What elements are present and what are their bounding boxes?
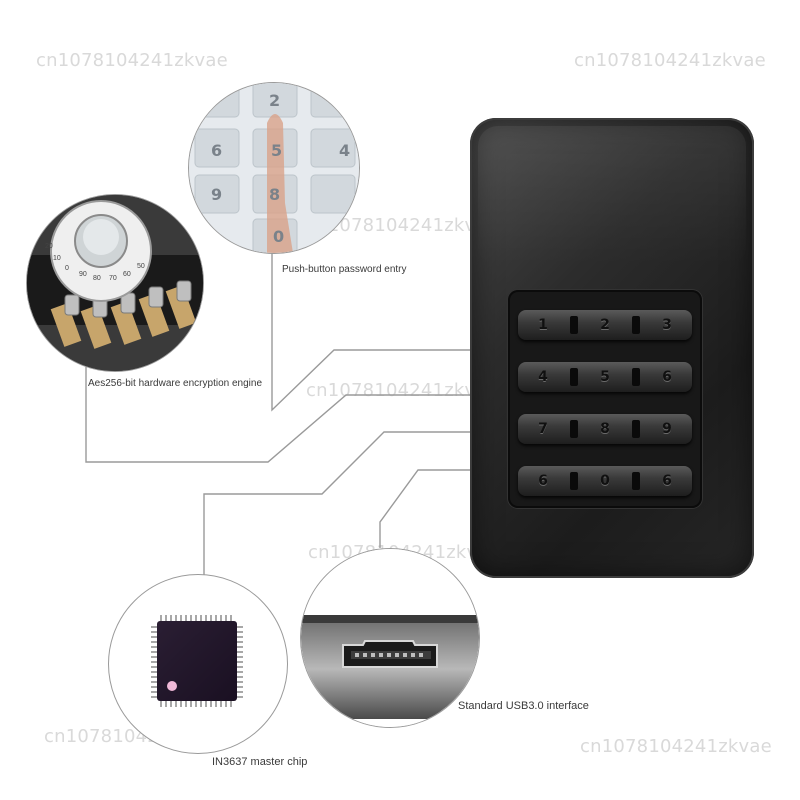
keypad-closeup-key: 6	[211, 141, 223, 160]
dial-mark: 90	[79, 271, 87, 278]
keypad-closeup-key: 4	[339, 141, 351, 160]
encryption-closeup-circle: 20 10 0 90 80 70 60 50	[26, 194, 204, 372]
keypad-row: 6 0 6	[518, 466, 692, 496]
encryption-closeup-image	[27, 195, 203, 371]
chip-pin1-dot	[167, 681, 177, 691]
keypad-callout-line	[271, 252, 470, 412]
watermark-text: cn1078104241zkvae	[580, 736, 772, 757]
chip-callout-line	[203, 431, 470, 618]
keypad-key[interactable]: 7	[538, 421, 548, 437]
key-divider	[632, 420, 640, 438]
keypad-key[interactable]: 6	[538, 473, 548, 489]
key-divider	[570, 368, 578, 386]
chip-callout-label: IN3637 master chip	[212, 756, 308, 768]
master-chip	[157, 621, 237, 701]
keypad-row: 4 5 6	[518, 362, 692, 392]
keypad-closeup-key: 5	[271, 141, 283, 160]
usb-callout-line	[379, 469, 470, 548]
watermark-text: cn1078104241zkvae	[306, 215, 498, 236]
encryption-callout-line	[85, 352, 470, 463]
keypad-key[interactable]: 8	[600, 421, 610, 437]
watermark-text: cn1078104241zkvae	[574, 50, 766, 71]
device-highlight	[478, 126, 746, 266]
key-divider	[570, 316, 578, 334]
dial-mark: 70	[109, 275, 117, 282]
usb-closeup-circle	[300, 548, 480, 728]
keypad-row: 7 8 9	[518, 414, 692, 444]
keypad-key[interactable]: 2	[600, 317, 610, 333]
keypad-key[interactable]: 5	[600, 369, 610, 385]
usb-callout-label: Standard USB3.0 interface	[458, 700, 589, 712]
keypad-key[interactable]: 6	[662, 473, 672, 489]
key-divider	[632, 472, 640, 490]
chip-pins	[151, 615, 243, 707]
key-divider	[632, 368, 640, 386]
keypad-closeup-key: 8	[269, 185, 281, 204]
keypad-closeup-key: 9	[211, 185, 223, 204]
usb-port-image	[301, 549, 479, 727]
keypad-key[interactable]: 1	[538, 317, 548, 333]
keypad-key[interactable]: 0	[600, 473, 610, 489]
watermark-text: cn1078104241zkvae	[36, 50, 228, 71]
chip-closeup-circle	[108, 574, 288, 754]
device-keypad: 1 2 3 4 5 6 7 8 9 6 0 6	[508, 290, 702, 508]
dial-mark: 20	[45, 243, 53, 250]
dial-mark: 50	[137, 263, 145, 270]
keypad-callout-label: Push-button password entry	[282, 264, 407, 275]
dial-mark: 0	[65, 265, 69, 272]
keypad-key[interactable]: 9	[662, 421, 672, 437]
keypad-key[interactable]: 6	[662, 369, 672, 385]
keypad-closeup-circle: 2 6 5 4 9 8 0	[188, 82, 360, 254]
dial-mark: 80	[93, 275, 101, 282]
encryption-callout-label: Aes256-bit hardware encryption engine	[88, 378, 262, 389]
encrypted-drive-device: 1 2 3 4 5 6 7 8 9 6 0 6	[470, 118, 754, 578]
dial-mark: 60	[123, 271, 131, 278]
keypad-row: 1 2 3	[518, 310, 692, 340]
key-divider	[570, 472, 578, 490]
dial-mark: 10	[53, 255, 61, 262]
key-divider	[632, 316, 640, 334]
watermark-text: cn1078104241zkvae	[306, 380, 498, 401]
keypad-closeup-key: 0	[273, 227, 285, 246]
keypad-key[interactable]: 3	[662, 317, 672, 333]
key-divider	[570, 420, 578, 438]
keypad-closeup-key: 2	[269, 91, 281, 110]
keypad-key[interactable]: 4	[538, 369, 548, 385]
